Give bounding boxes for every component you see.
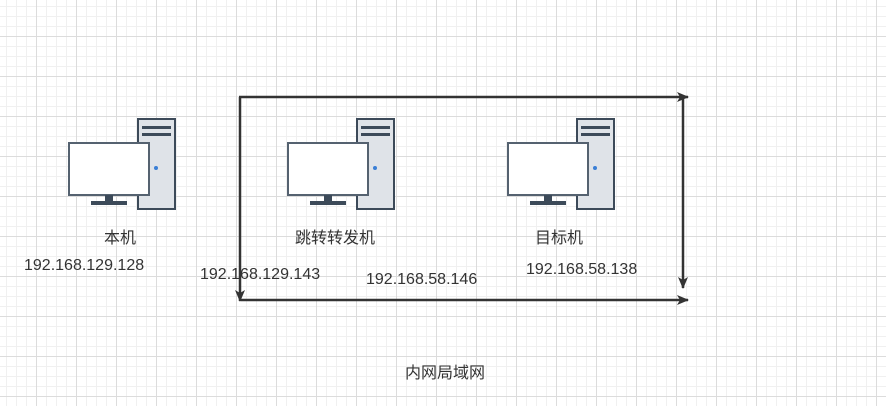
local-name-label: 本机 bbox=[104, 228, 137, 247]
computer-target bbox=[507, 118, 617, 210]
target-name-label: 目标机 bbox=[535, 228, 584, 247]
computer-jump bbox=[287, 118, 397, 210]
desktop-computer-icon bbox=[68, 118, 176, 210]
local-ip-label: 192.168.129.128 bbox=[24, 257, 145, 274]
desktop-computer-icon bbox=[287, 118, 395, 210]
network-label: 内网局域网 bbox=[405, 363, 486, 382]
target-ip-label: 192.168.58.138 bbox=[526, 261, 638, 278]
computer-local bbox=[68, 118, 178, 210]
jump-ip-a-label: 192.168.129.143 bbox=[200, 266, 321, 283]
jump-ip-b-label: 192.168.58.146 bbox=[366, 271, 478, 288]
desktop-computer-icon bbox=[507, 118, 615, 210]
jump-name-label: 跳转转发机 bbox=[295, 228, 376, 247]
